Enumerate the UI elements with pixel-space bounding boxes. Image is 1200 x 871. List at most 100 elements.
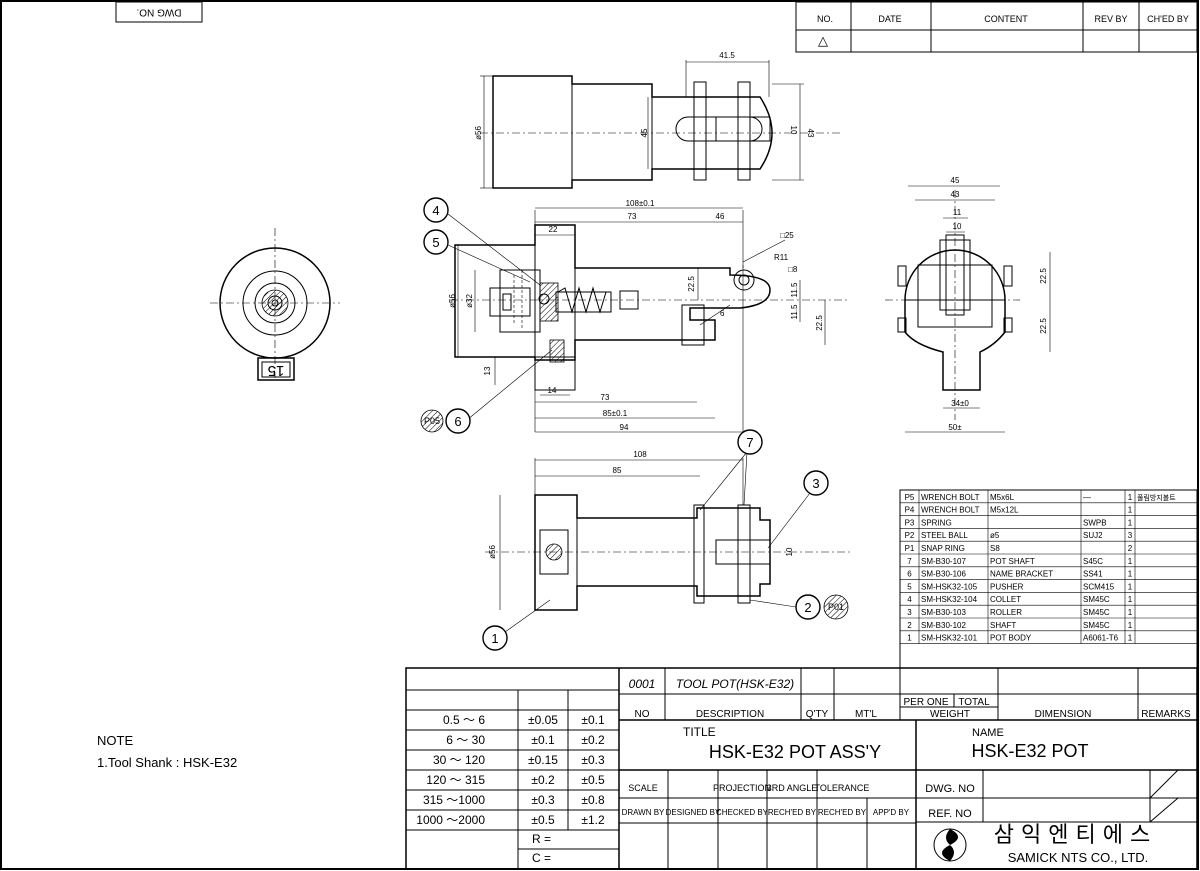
parts-qty-5: 1	[1128, 557, 1133, 566]
tolerance-b-4: ±0.8	[581, 793, 605, 807]
dim-41-5: 41.5	[719, 51, 735, 60]
tolerance-b-1: ±0.2	[581, 733, 605, 747]
parts-no-10: 2	[907, 621, 912, 630]
balloon-7	[737, 429, 763, 455]
parts-desc-10: SHAFT	[990, 621, 1016, 630]
balloons: 4 5 P05 6 7 3 2 P01 1	[420, 197, 849, 651]
dim-sec-11-5b: 11.5	[790, 304, 799, 320]
tolerance-range-3: 120 ～ 315	[426, 773, 485, 787]
tolerance-a-2: ±0.15	[528, 753, 558, 767]
sign-reched-by-1: RECH'ED BY	[768, 808, 817, 817]
parts-qty-10: 1	[1128, 621, 1133, 630]
parts-mtl-10: SM45C	[1083, 621, 1110, 630]
parts-mtl-7: SCM415	[1083, 582, 1115, 591]
tolerance-b-0: ±0.1	[581, 713, 605, 727]
dim-side-11: 11	[953, 208, 962, 217]
balloon-1-label: 1	[491, 631, 498, 646]
dim-sec-73: 73	[628, 212, 637, 221]
parts-remark-0: 풀림방지볼트	[1137, 493, 1176, 502]
dim-sec-85: 85±0.1	[603, 409, 628, 418]
col-qty: Q'TY	[806, 709, 829, 720]
parts-no-7: 5	[907, 582, 912, 591]
balloon-4	[423, 197, 449, 223]
parts-code-5: SM-B30-107	[921, 557, 966, 566]
balloon-6-label: 6	[454, 414, 461, 429]
parts-mtl-5: S45C	[1083, 557, 1103, 566]
note-block: NOTE 1.Tool Shank : HSK-E32	[97, 733, 237, 770]
sign-designed-by: DESIGNED BY	[666, 808, 721, 817]
company-english: SAMICK NTS CO., LTD.	[1008, 850, 1149, 865]
rev-header-rev-by: REV BY	[1094, 14, 1127, 24]
rev-header-content: CONTENT	[984, 14, 1028, 24]
parts-desc-11: POT BODY	[990, 634, 1032, 643]
parts-qty-7: 1	[1128, 582, 1133, 591]
parts-no-9: 3	[907, 608, 912, 617]
tolerance-range-5: 1000 ～2000	[416, 813, 485, 827]
tolerance-b-5: ±1.2	[581, 813, 605, 827]
col-no: NO	[635, 709, 650, 720]
parts-desc-0: M5x6L	[990, 493, 1015, 502]
tolerance-a-3: ±0.2	[531, 773, 555, 787]
note-heading: NOTE	[97, 733, 133, 748]
tolerance-c-label: C =	[532, 851, 551, 865]
title-value: HSK-E32 POT ASS'Y	[709, 742, 881, 762]
parts-qty-11: 1	[1128, 634, 1133, 643]
parts-qty-0: 1	[1128, 493, 1133, 502]
parts-no-8: 4	[907, 595, 912, 604]
projection-label: PROJECTION	[713, 783, 771, 793]
parts-mtl-11: A6061-T6	[1083, 634, 1119, 643]
dim-sec-14: 14	[548, 386, 557, 395]
col-total: TOTAL	[958, 697, 990, 708]
balloon-7-label: 7	[746, 435, 753, 450]
balloon-2	[795, 594, 821, 620]
dim-sec-56: ø56	[448, 294, 457, 308]
end-view: 15	[210, 228, 340, 381]
company-logo-icon	[933, 828, 967, 862]
parts-no-5: 7	[907, 557, 912, 566]
dim-bot-85: 85	[613, 466, 622, 475]
parts-code-4: SNAP RING	[921, 544, 965, 553]
dwg-no-row-label: DWG. NO	[925, 783, 975, 795]
dim-side-10: 10	[953, 222, 962, 231]
part-description: TOOL POT(HSK-E32)	[676, 677, 794, 691]
parts-mtl-6: SS41	[1083, 570, 1103, 579]
balloon-3	[803, 470, 829, 496]
tolerance-range-4: 315 ～1000	[423, 793, 485, 807]
dim-bot-10: 10	[785, 547, 794, 556]
balloon-3-label: 3	[812, 476, 819, 491]
balloon-p05-label: P05	[424, 416, 440, 426]
parts-no-0: P5	[905, 493, 915, 502]
name-value: HSK-E32 POT	[971, 741, 1088, 761]
dim-sec-108: 108±0.1	[626, 199, 655, 208]
parts-desc-6: NAME BRACKET	[990, 570, 1053, 579]
tolerance-table: 0.5 ～ 6±0.05±0.16 ～ 30±0.1±0.230 ～ 120±0…	[406, 689, 619, 869]
ref-no-label: REF. NO	[928, 808, 972, 820]
tolerance-range-2: 30 ～ 120	[433, 753, 485, 767]
parts-code-10: SM-B30-102	[921, 621, 966, 630]
dim-sec-6: 6	[720, 309, 725, 318]
side-view: 45 43 11 10 22.5 22.5 34±0 50±	[885, 176, 1051, 433]
dim-top-10: 10	[789, 126, 798, 135]
col-weight: WEIGHT	[930, 709, 970, 720]
balloon-5-label: 5	[432, 235, 439, 250]
balloon-5	[423, 229, 449, 255]
col-per-one: PER ONE	[903, 697, 948, 708]
end-view-label: 15	[268, 362, 285, 379]
parts-mtl-8: SM45C	[1083, 595, 1110, 604]
dim-top-56: ø56	[474, 126, 483, 140]
dim-top-43: 43	[806, 129, 815, 138]
dim-sec-13: 13	[483, 366, 492, 375]
dim-top-45: 45	[640, 128, 649, 137]
parts-code-11: SM-HSK32-101	[921, 634, 978, 643]
tolerance-label: TOLERANCE	[815, 783, 870, 793]
dim-sec-73b: 73	[601, 393, 610, 402]
parts-qty-3: 3	[1128, 531, 1133, 540]
dim-side-45: 45	[951, 176, 960, 185]
balloon-p01	[823, 594, 849, 620]
col-mtl: MT'L	[855, 709, 877, 720]
dim-sec-25: □25	[780, 231, 794, 240]
parts-desc-9: ROLLER	[990, 608, 1022, 617]
balloon-1	[482, 625, 508, 651]
